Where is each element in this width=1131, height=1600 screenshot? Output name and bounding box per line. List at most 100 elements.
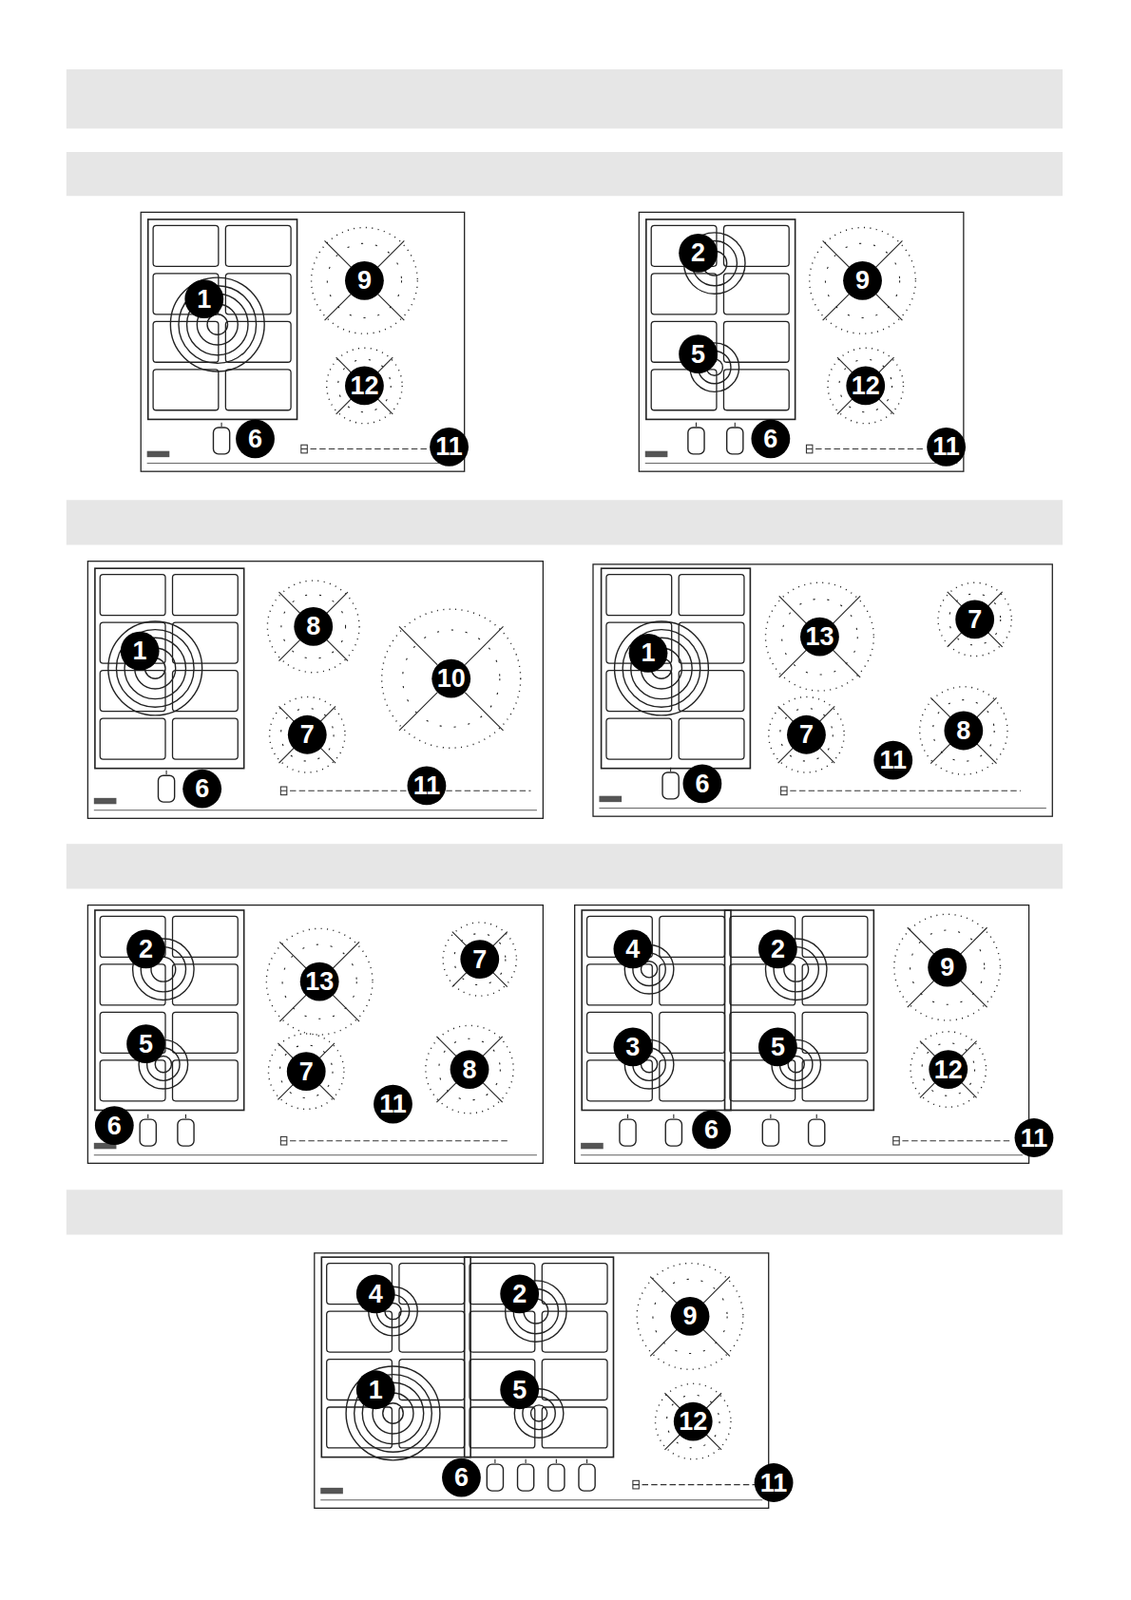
grate-cell xyxy=(172,718,239,760)
grate-frame xyxy=(148,219,298,421)
callout-number: 5 xyxy=(138,1031,154,1057)
grate-cell xyxy=(659,964,726,1006)
callout-disc xyxy=(754,1463,794,1503)
callout-number: 7 xyxy=(299,1058,314,1085)
callout-disc xyxy=(356,1370,396,1410)
callout-disc xyxy=(126,1024,166,1064)
cooking-zone xyxy=(894,914,1001,1021)
gas-burner xyxy=(530,1405,547,1422)
grate-cell xyxy=(802,916,868,958)
grate-frame xyxy=(725,910,875,1111)
callout-disc xyxy=(429,427,469,467)
grate-cell xyxy=(225,369,291,411)
grate-cell xyxy=(678,575,745,616)
callout-number: 12 xyxy=(934,1056,963,1083)
front-edge xyxy=(598,807,1046,809)
callout-number: 1 xyxy=(133,638,148,665)
callout-disc xyxy=(845,366,885,406)
callout-number: 6 xyxy=(194,776,210,803)
grate-cell xyxy=(326,1311,393,1353)
grate-cell xyxy=(172,622,239,664)
callout-disc xyxy=(431,659,471,699)
zone-mark xyxy=(650,1277,680,1307)
callout-number: 6 xyxy=(694,770,710,797)
touch-control xyxy=(893,1140,1012,1142)
zone-mark xyxy=(907,977,938,1008)
control-knob xyxy=(157,775,174,803)
section-band xyxy=(66,1189,1063,1235)
grate-cell xyxy=(729,964,796,1006)
callout-disc xyxy=(843,261,882,301)
gas-burner xyxy=(115,630,194,709)
callout-number: 11 xyxy=(379,1092,407,1118)
grate-cell xyxy=(723,321,789,363)
callout-disc xyxy=(373,1085,413,1125)
callout-disc xyxy=(758,929,798,969)
grate-cell xyxy=(606,575,672,616)
callout-number: 4 xyxy=(368,1281,384,1307)
cooking-zone xyxy=(268,1034,344,1110)
callout-disc xyxy=(673,1402,713,1442)
zone-mark xyxy=(873,240,903,270)
zone-mark xyxy=(325,291,355,322)
control-knob xyxy=(762,1119,779,1147)
brand-mark xyxy=(580,1143,604,1150)
grate-cell xyxy=(172,916,239,958)
callout-number: 9 xyxy=(855,268,870,294)
cooking-zone xyxy=(910,1032,986,1108)
knob-mark xyxy=(734,422,736,427)
callout-disc xyxy=(613,1027,652,1067)
front-edge xyxy=(645,462,959,464)
callout-number: 11 xyxy=(413,772,441,799)
callout-number: 11 xyxy=(760,1470,788,1496)
hob-outline xyxy=(140,211,464,472)
callout-number: 2 xyxy=(690,240,706,267)
grate-cell xyxy=(678,670,745,712)
callout-number: 7 xyxy=(799,722,814,748)
callout-disc xyxy=(926,427,966,467)
knob-mark xyxy=(166,770,168,775)
callout-disc xyxy=(678,334,718,374)
grate-frame xyxy=(464,1257,614,1458)
callout-number: 11 xyxy=(932,434,960,461)
cooking-zone xyxy=(938,582,1012,656)
zone-mark xyxy=(958,977,988,1008)
callout-disc xyxy=(120,632,160,671)
callout-disc xyxy=(235,419,275,459)
grate-cell xyxy=(153,225,219,267)
control-key xyxy=(280,1136,287,1146)
control-knob xyxy=(662,772,679,800)
zone-mark xyxy=(464,626,503,665)
hob-outline xyxy=(87,905,543,1165)
callout-number: 11 xyxy=(879,747,907,774)
callout-disc xyxy=(499,1370,539,1410)
callout-number: 6 xyxy=(704,1116,719,1143)
grate-cell xyxy=(729,1060,796,1102)
hob-outline xyxy=(87,561,543,820)
zone-mark xyxy=(823,240,853,270)
knob-mark xyxy=(185,1114,187,1119)
callout-number: 5 xyxy=(690,341,706,367)
gas-burner xyxy=(108,621,203,716)
callout-disc xyxy=(800,617,840,657)
touch-control xyxy=(805,448,924,450)
cooking-zone xyxy=(382,609,521,748)
callout-number: 9 xyxy=(939,955,955,981)
knob-mark xyxy=(695,422,697,427)
callout-number: 9 xyxy=(683,1303,698,1330)
grate-cell xyxy=(606,670,672,712)
zone-mark xyxy=(464,692,503,731)
cooking-zone xyxy=(267,580,360,673)
grate-cell xyxy=(723,225,789,267)
callout-disc xyxy=(691,1110,731,1150)
control-knob xyxy=(688,427,705,455)
touch-control xyxy=(781,790,1021,792)
gas-burner xyxy=(345,1366,441,1461)
grate-cell xyxy=(399,1360,465,1401)
gas-burner xyxy=(614,621,710,716)
front-edge xyxy=(580,1154,1023,1156)
section-band xyxy=(66,152,1063,196)
control-knob xyxy=(486,1464,503,1492)
knob-mark xyxy=(221,422,223,427)
callout-disc xyxy=(927,948,967,988)
